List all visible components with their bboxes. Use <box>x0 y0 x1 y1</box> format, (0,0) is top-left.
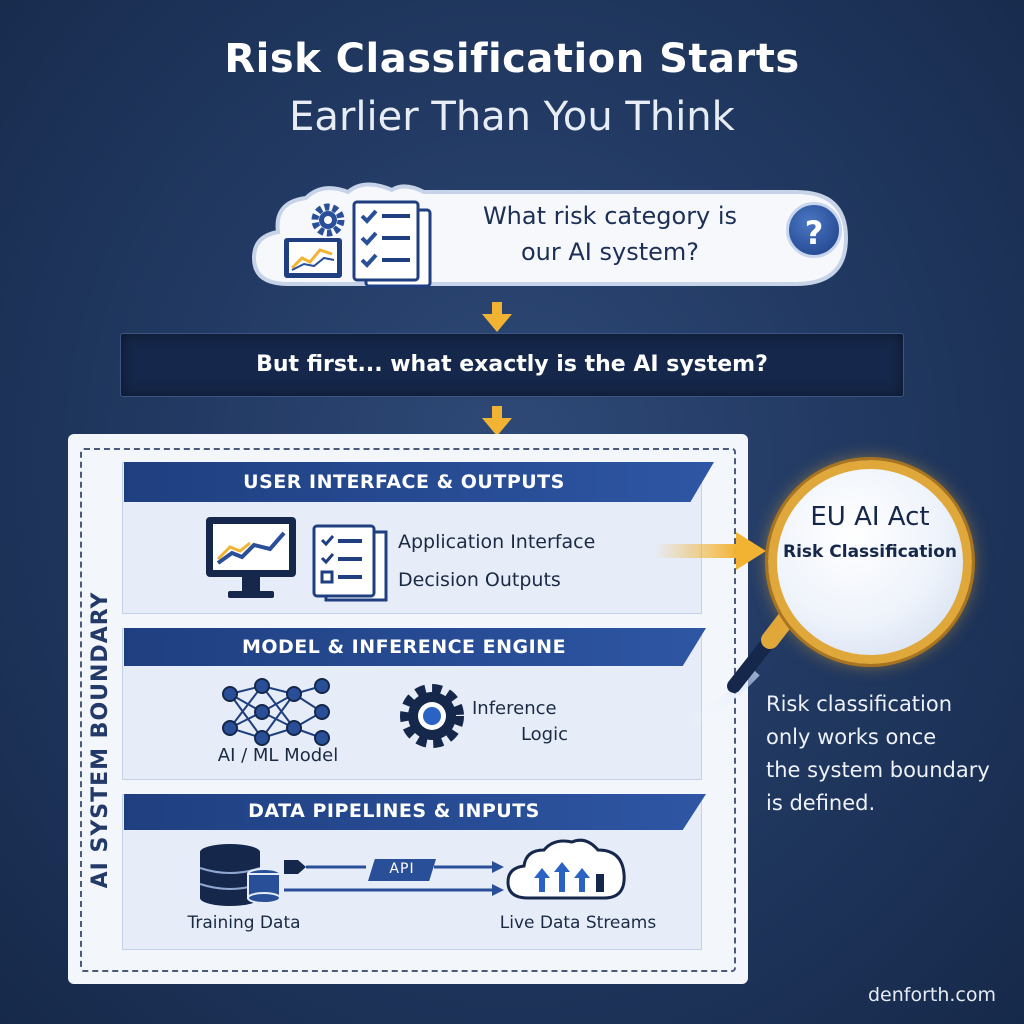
api-label: API <box>389 861 415 877</box>
chart-icon <box>284 238 342 278</box>
question-banner-text: But first... what exactly is the AI syst… <box>256 352 768 377</box>
side-note-line: Risk classification <box>766 692 953 716</box>
layer-model-band <box>124 628 706 666</box>
arrow-down-icon <box>482 302 512 332</box>
question-cloud <box>251 182 848 288</box>
boundary-label: AI SYSTEM BOUNDARY <box>88 591 113 889</box>
cloud-upload-icon <box>506 838 626 900</box>
training-data-label: Training Data <box>187 913 301 933</box>
layer-ui-band <box>124 462 714 502</box>
system-boundary-outline <box>80 448 736 972</box>
page-subtitle: Earlier Than You Think <box>289 94 735 140</box>
application-interface-label: Application Interface <box>398 531 596 553</box>
side-note-line: is defined. <box>766 791 876 815</box>
eu-ai-act-label: EU AI Act <box>810 502 930 532</box>
question-banner <box>120 333 904 397</box>
question-text: What risk category is our AI system? <box>482 202 738 266</box>
layer-data-title: DATA PIPELINES & INPUTS <box>248 800 540 822</box>
layer-data-band <box>124 794 706 830</box>
neural-network-icon <box>222 678 330 746</box>
checklist-icon <box>352 200 432 288</box>
inference-logic-label-2: Logic <box>520 724 568 745</box>
document-checklist-icon <box>312 524 388 602</box>
ml-model-label: AI / ML Model <box>217 745 339 766</box>
database-icon <box>199 844 281 906</box>
side-note: Risk classification only works once the … <box>766 688 1016 820</box>
live-data-streams-label: Live Data Streams <box>499 913 657 933</box>
risk-classification-label: Risk Classification <box>783 542 957 562</box>
gear-icon <box>311 203 345 237</box>
gear-icon <box>400 684 464 748</box>
api-connector <box>368 859 436 881</box>
footer-domain: denforth.com <box>867 984 996 1006</box>
side-note-line: only works once <box>766 725 937 749</box>
arrow-down-icon <box>482 406 512 436</box>
data-flow-arrows <box>284 860 504 896</box>
question-mark-icon: ? <box>786 202 842 258</box>
decision-outputs-label: Decision Outputs <box>398 569 561 591</box>
side-note-line: the system boundary <box>766 758 990 782</box>
inference-logic-label-1: Inference <box>472 698 557 719</box>
magnifier-icon <box>768 460 972 664</box>
page-title: Risk Classification Starts <box>224 36 800 82</box>
monitor-icon <box>206 517 296 598</box>
arrow-right-icon <box>654 532 766 570</box>
layer-model-title: MODEL & INFERENCE ENGINE <box>241 636 567 658</box>
layer-ui-title: USER INTERFACE & OUTPUTS <box>243 471 565 493</box>
